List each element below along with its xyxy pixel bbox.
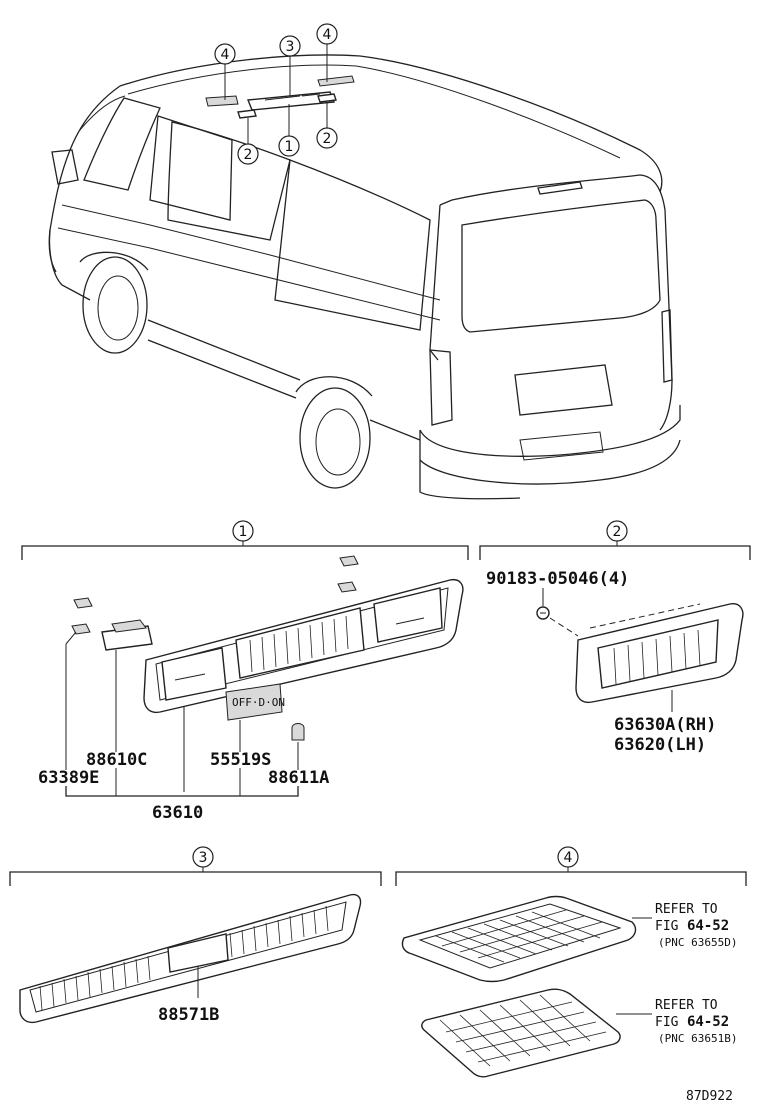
svg-text:(PNC 63655D): (PNC 63655D) — [658, 936, 737, 949]
label-88611A: 88611A — [268, 768, 329, 788]
group-3-labels: 88571B — [158, 1005, 219, 1025]
group-2-bracket: 2 — [479, 520, 751, 560]
svg-text:4: 4 — [564, 850, 573, 866]
svg-text:2: 2 — [613, 524, 622, 540]
group-3-bracket: 3 — [9, 846, 382, 886]
svg-text:1: 1 — [285, 139, 294, 155]
group-4-bracket: 4 — [395, 846, 747, 886]
svg-text:OFF·D·ON: OFF·D·ON — [232, 696, 285, 709]
van-callout-4-right: 4 — [316, 23, 338, 45]
group-4-refer-1: REFER TO FIG 64-52 (PNC 63655D) — [655, 902, 737, 949]
van-callout-4-left: 4 — [214, 43, 236, 65]
group-4-refer-2: REFER TO FIG 64-52 (PNC 63651B) — [655, 998, 737, 1045]
svg-text:64-52: 64-52 — [687, 1014, 729, 1030]
label-63610: 63610 — [152, 803, 203, 823]
label-90183-05046: 90183-05046(4) — [486, 569, 629, 589]
van-callout-3: 3 — [279, 35, 301, 57]
svg-text:2: 2 — [244, 147, 253, 163]
svg-text:4: 4 — [221, 47, 230, 63]
svg-text:3: 3 — [199, 850, 208, 866]
svg-text:1: 1 — [239, 524, 248, 540]
svg-text:REFER TO: REFER TO — [655, 902, 718, 917]
label-63389E: 63389E — [38, 768, 99, 788]
figure-code: 87D922 — [686, 1089, 733, 1104]
van-illustration — [48, 44, 681, 500]
svg-text:FIG: FIG — [655, 919, 679, 934]
svg-text:3: 3 — [286, 39, 295, 55]
group-4-parts-drawing — [401, 895, 652, 1078]
svg-text:4: 4 — [323, 27, 332, 43]
svg-text:REFER TO: REFER TO — [655, 998, 718, 1013]
label-55519S: 55519S — [210, 750, 271, 770]
svg-text:64-52: 64-52 — [687, 918, 729, 934]
label-88571B: 88571B — [158, 1005, 219, 1025]
group-3-parts-drawing — [19, 893, 362, 1024]
group-1-labels: 88610C 63389E 55519S 88611A 63610 — [38, 750, 329, 823]
group-1-parts-drawing: OFF·D·ON — [65, 555, 464, 797]
svg-text:(PNC 63651B): (PNC 63651B) — [658, 1032, 737, 1045]
van-callout-2-right: 2 — [316, 127, 338, 149]
svg-text:FIG: FIG — [655, 1015, 679, 1030]
van-callout-1: 1 — [278, 135, 300, 157]
group-2-labels: 90183-05046(4) 63630A(RH) 63620(LH) — [486, 569, 716, 755]
van-callout-2-left: 2 — [237, 143, 259, 165]
group-2-parts-drawing — [536, 588, 744, 712]
label-63630A-RH: 63630A(RH) — [614, 715, 716, 735]
label-63620-LH: 63620(LH) — [614, 735, 706, 755]
svg-text:2: 2 — [323, 131, 332, 147]
group-1-bracket: 1 — [21, 520, 469, 560]
label-88610C: 88610C — [86, 750, 147, 770]
